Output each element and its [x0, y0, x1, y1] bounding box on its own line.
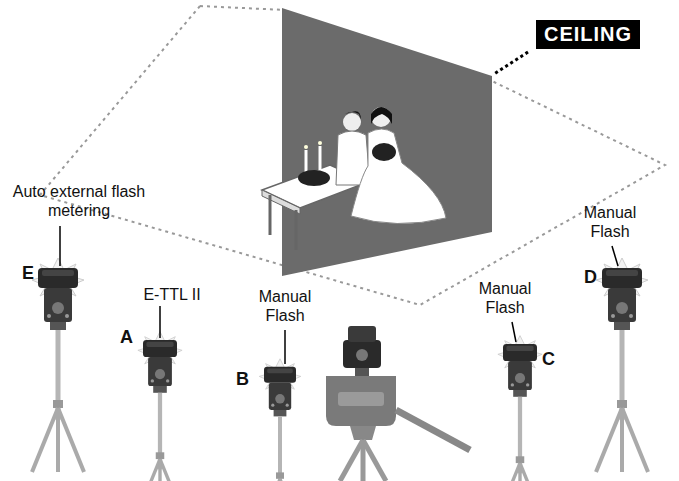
mode-label: Manual Flash	[570, 203, 650, 241]
flash-letter: E	[22, 264, 34, 283]
flash-letter: B	[236, 370, 249, 389]
mode-label: Manual Flash	[465, 279, 545, 317]
ceiling-tag: CEILING	[536, 20, 640, 49]
flash-letter: C	[542, 350, 555, 369]
mode-label: E-TTL II	[127, 285, 217, 304]
ceiling-label: CEILING	[544, 23, 632, 46]
flash-letter: D	[584, 268, 597, 287]
flash-letter: A	[120, 328, 133, 347]
mode-label: Manual Flash	[245, 287, 325, 325]
metering-note: Auto external flash metering	[4, 182, 154, 220]
